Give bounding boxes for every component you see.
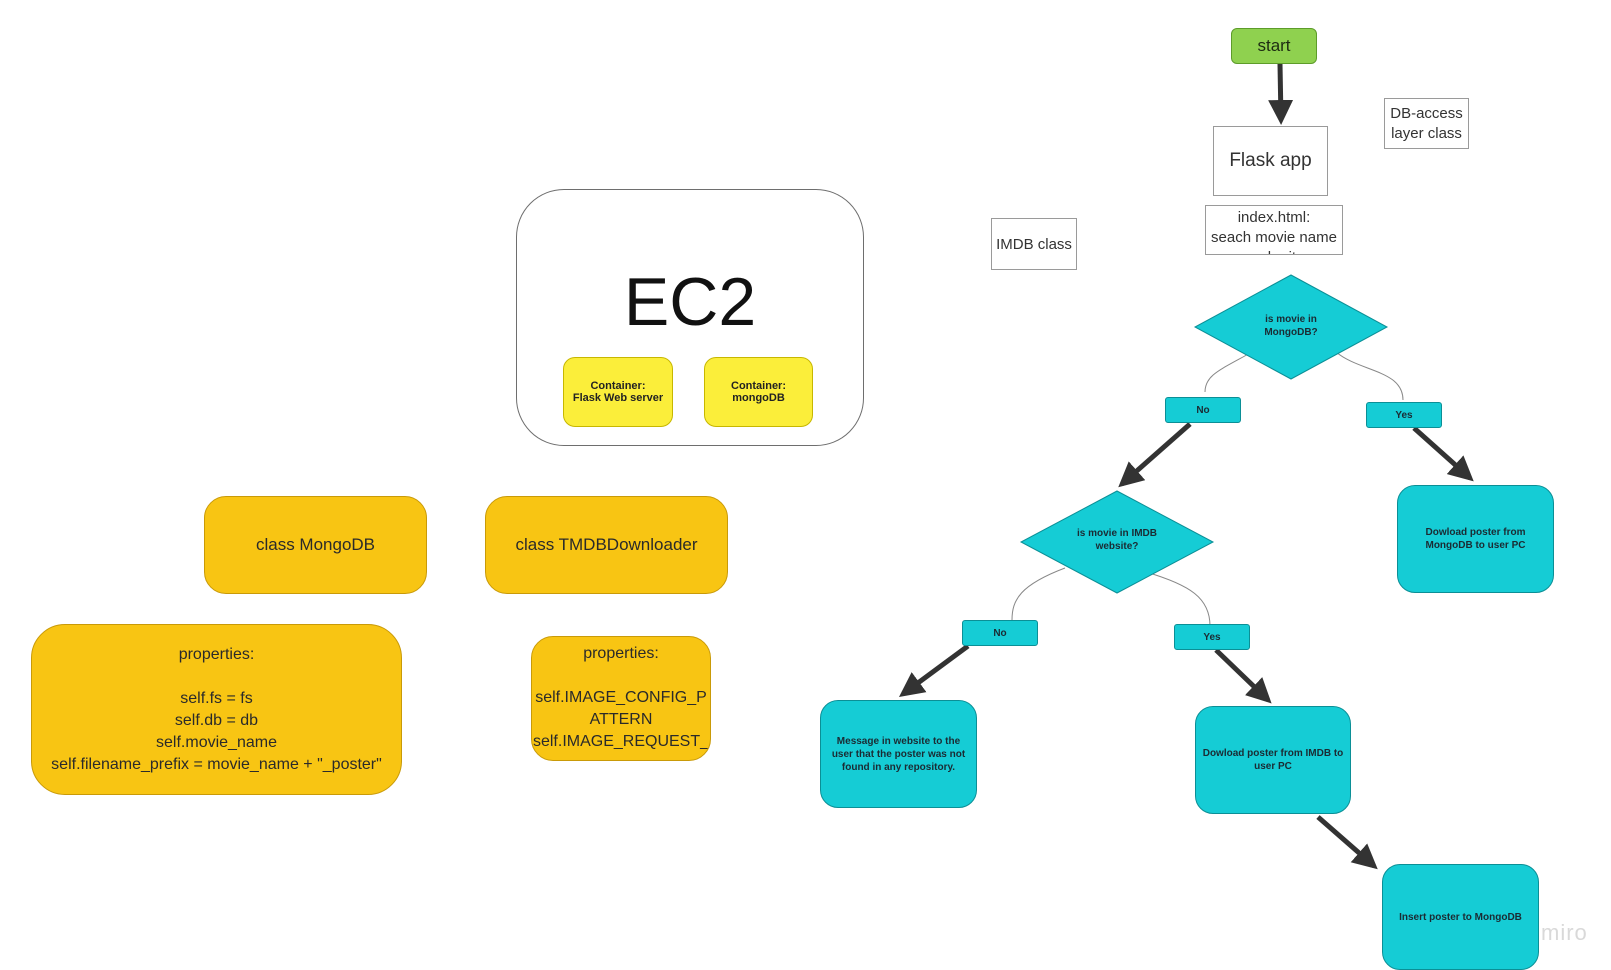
class-tmdbdownloader-card: class TMDBDownloader: [485, 496, 728, 594]
decision-mongo-label: is movie in MongoDB?: [1264, 314, 1318, 338]
flask-app-box: Flask app: [1213, 126, 1328, 196]
no-label-mongo: No: [1165, 397, 1241, 423]
no-label-imdb: No: [962, 620, 1038, 646]
arrow-no-imdb: [1118, 422, 1192, 488]
tmdb-properties-card: properties: self.IMAGE_CONFIG_P ATTERN s…: [531, 636, 711, 761]
insert-into-mongo-box: Insert poster to MongoDB: [1382, 864, 1539, 970]
decision-mongo-diamond: [1193, 274, 1389, 380]
arrow-no-message: [898, 643, 970, 697]
arrow-download-insert: [1316, 815, 1378, 870]
yes-label-mongo: Yes: [1366, 402, 1442, 428]
connector-mongo-yes: [1335, 351, 1404, 401]
connector-mongo-no: [1204, 351, 1253, 393]
yes-label-imdb: Yes: [1174, 624, 1250, 650]
connector-imdb-yes: [1145, 571, 1211, 627]
miro-watermark: miro: [1541, 920, 1588, 945]
decision-imdb-label: is movie in IMDB website?: [1076, 528, 1157, 552]
arrow-start-flask: [1268, 63, 1294, 125]
ec2-title: EC2: [623, 264, 757, 340]
container-flask-card: Container: Flask Web server: [563, 357, 673, 427]
mongodb-properties-card: properties: self.fs = fs self.db = db se…: [31, 624, 402, 795]
start-node: start: [1231, 28, 1317, 64]
decision-imdb-diamond: [1019, 490, 1215, 594]
imdb-class-box: IMDB class: [991, 218, 1077, 270]
db-access-layer-box: DB-access layer class: [1384, 98, 1469, 149]
class-mongodb-card: class MongoDB: [204, 496, 427, 594]
download-from-mongo-box: Dowload poster from MongoDB to user PC: [1397, 485, 1554, 593]
arrow-yes-download-mongo: [1412, 426, 1474, 482]
arrow-yes-download-imdb: [1214, 648, 1272, 704]
message-not-found-box: Message in website to the user that the …: [820, 700, 977, 808]
container-mongodb-card: Container: mongoDB: [704, 357, 813, 427]
index-html-box: index.html: seach movie name submit: [1205, 205, 1343, 255]
connector-imdb-no: [1011, 567, 1066, 621]
download-from-imdb-box: Dowload poster from IMDB to user PC: [1195, 706, 1351, 814]
